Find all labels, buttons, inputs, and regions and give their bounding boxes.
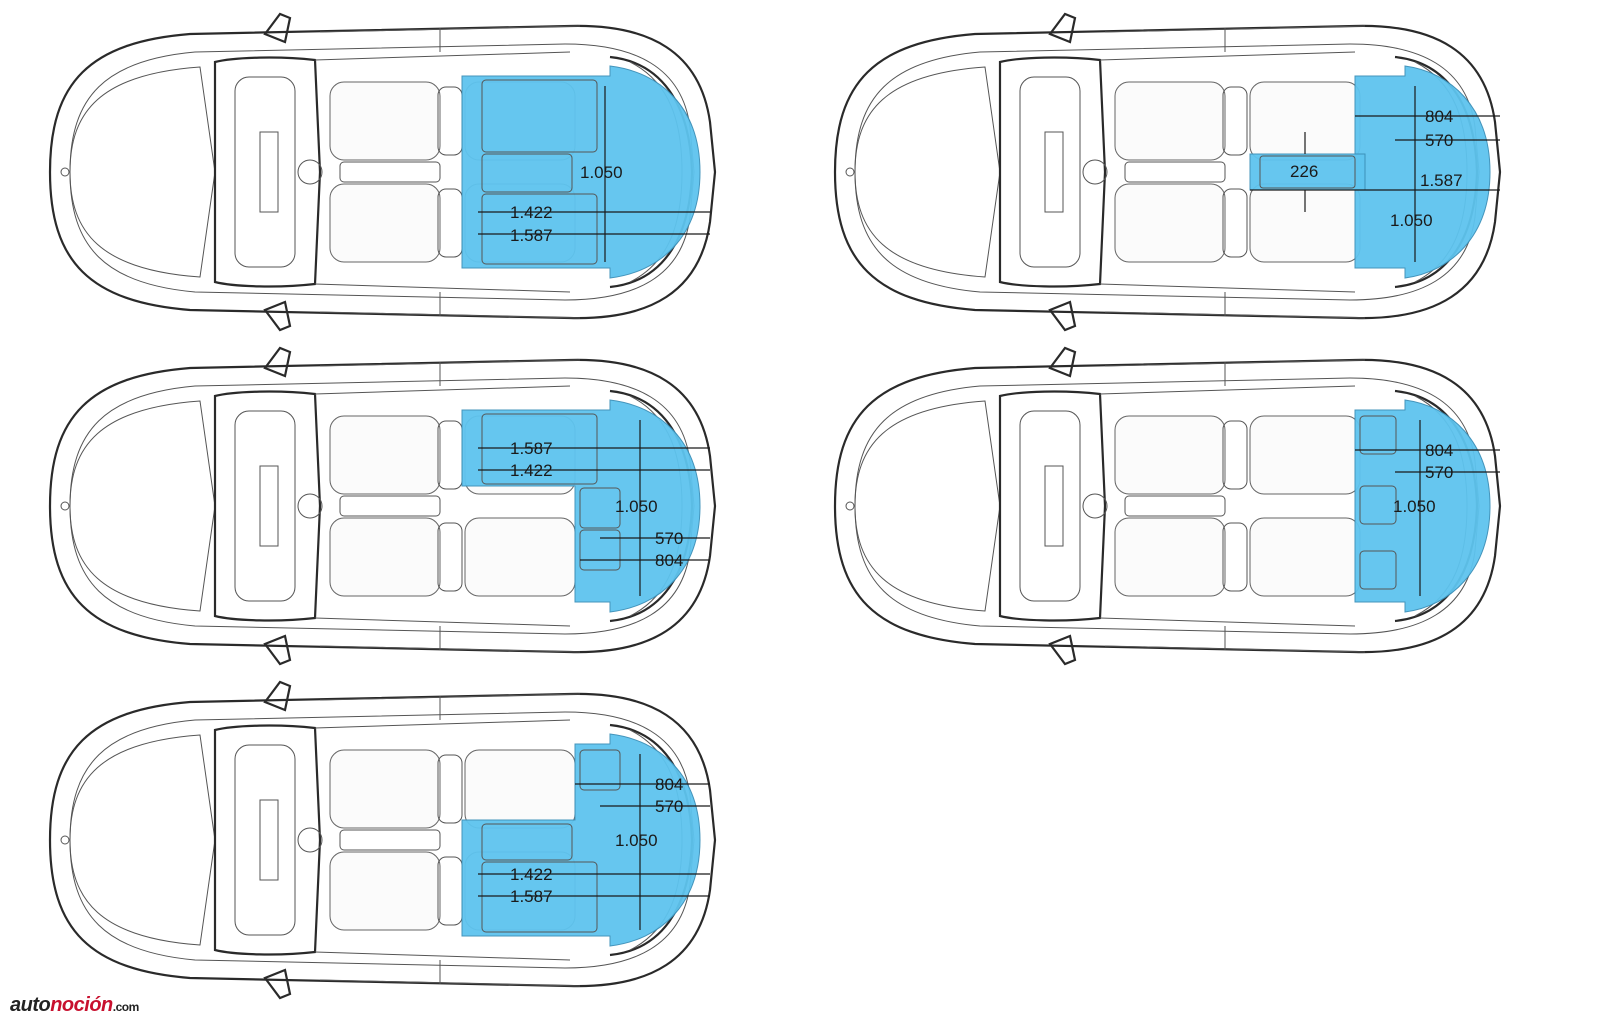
diagram-config-5: 804 570 1.050 1.422 1.587 — [48, 680, 717, 1000]
dim-length-inner: 1.422 — [510, 203, 553, 222]
diagram-config-3: 1.587 1.422 1.050 570 804 — [48, 346, 717, 666]
dim-1422: 1.422 — [510, 461, 553, 480]
dim-width: 1.050 — [580, 163, 623, 182]
diagram-config-1: 1.050 1.422 1.587 — [48, 12, 717, 332]
dim-1050: 1.050 — [1390, 211, 1433, 230]
dim-1422: 1.422 — [510, 865, 553, 884]
dim-804: 804 — [1425, 441, 1453, 460]
dim-length-outer: 1.587 — [510, 226, 553, 245]
dim-570: 570 — [1425, 463, 1453, 482]
dim-804: 804 — [655, 775, 683, 794]
dim-1050: 1.050 — [615, 831, 658, 850]
dim-1050: 1.050 — [1393, 497, 1436, 516]
dim-570: 570 — [655, 529, 683, 548]
dim-1587: 1.587 — [510, 439, 553, 458]
watermark-suffix: .com — [112, 1000, 140, 1014]
dim-570: 570 — [1425, 131, 1453, 150]
dim-1050: 1.050 — [615, 497, 658, 516]
diagram-config-2: 804 570 226 1.587 1.050 — [833, 12, 1502, 332]
cargo-area — [1354, 65, 1491, 279]
watermark-highlight: noción — [50, 994, 113, 1016]
dim-1587: 1.587 — [1420, 171, 1463, 190]
cargo-area — [1354, 399, 1491, 613]
dim-570: 570 — [655, 797, 683, 816]
cargo-area — [461, 65, 701, 279]
dim-804: 804 — [1425, 107, 1453, 126]
site-watermark: autonoción.com — [10, 994, 139, 1017]
dim-804: 804 — [655, 551, 683, 570]
watermark-prefix: auto — [10, 994, 51, 1016]
dim-1587: 1.587 — [510, 887, 553, 906]
dim-226: 226 — [1290, 162, 1318, 181]
diagram-config-4: 804 570 1.050 — [833, 346, 1502, 666]
